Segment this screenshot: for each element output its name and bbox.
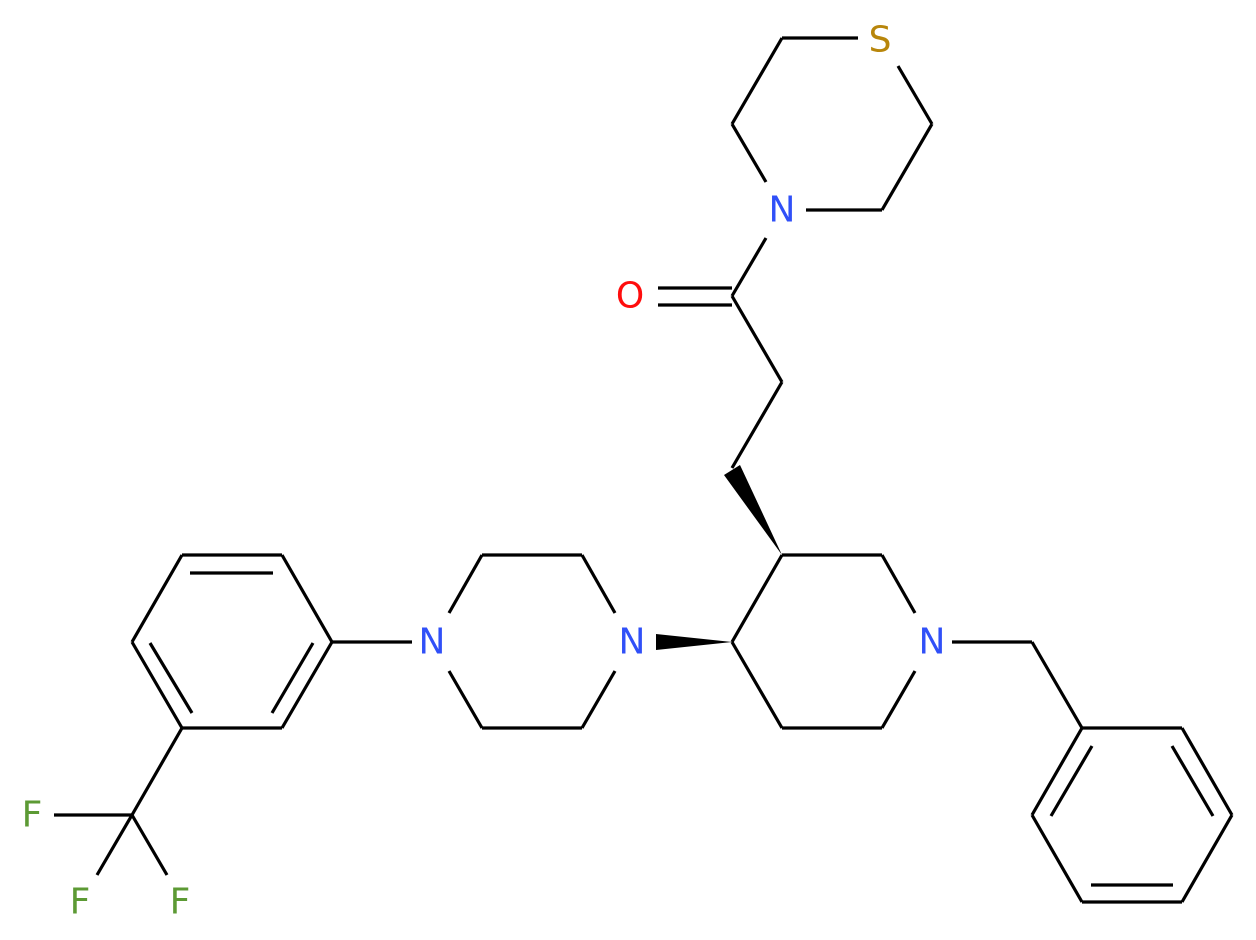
fluorine-atom-label: F [22, 795, 43, 836]
sulfur-atom-label: S [869, 20, 892, 61]
thiomorpholine-ring [730, 36, 934, 212]
trifluoromethylphenyl-group [54, 553, 412, 876]
amide-chain [658, 237, 784, 555]
stereo-wedge-bond [724, 465, 782, 555]
oxygen-atom-label: O [616, 276, 644, 317]
fluorine-atom-label: F [170, 882, 191, 923]
nitrogen-atom-label: N [769, 190, 796, 231]
benzyl-group [952, 640, 1234, 904]
nitrogen-atom-label: N [919, 622, 946, 663]
piperidine-ring [656, 553, 917, 730]
fluorine-atom-label: F [70, 882, 91, 923]
nitrogen-atom-label: N [619, 622, 646, 663]
piperazine-ring [447, 553, 617, 730]
nitrogen-atom-label: N [419, 622, 446, 663]
stereo-wedge-bond [656, 634, 732, 650]
atom-labels: S N O N N N F F F [22, 20, 946, 923]
